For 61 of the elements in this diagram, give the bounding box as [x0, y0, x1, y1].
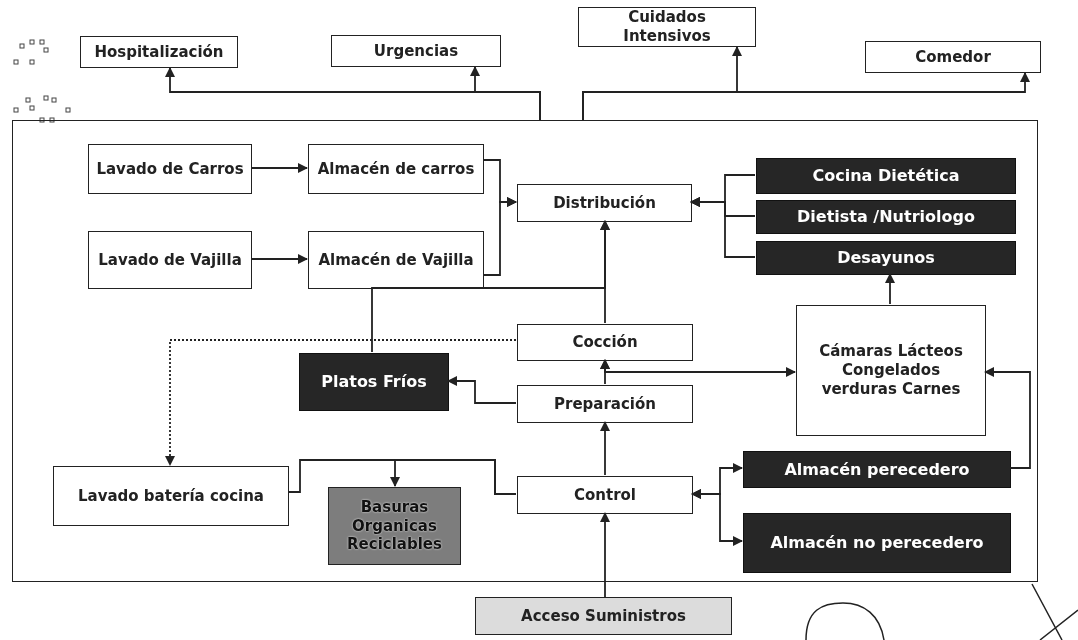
dark-process-box	[756, 200, 1016, 234]
box-label: Platos Fríos	[321, 372, 427, 392]
process-box	[80, 36, 238, 68]
process-box	[517, 476, 693, 514]
box-label: Almacén de Vajilla	[318, 250, 474, 270]
arrow	[390, 459, 517, 495]
arrow	[691, 489, 743, 546]
arrow	[600, 421, 610, 476]
process-box	[517, 184, 692, 222]
arrow	[250, 254, 308, 264]
box-label: Lavado de Vajilla	[98, 250, 242, 270]
box-label: Basuras Organicas Reciclables	[346, 497, 443, 555]
box-label: Desayunos	[837, 248, 935, 268]
process-box	[88, 144, 252, 194]
process-box	[308, 231, 484, 289]
arrow	[582, 72, 1030, 121]
box-label: Cuidados Intensivos	[622, 8, 712, 46]
dark-process-box	[743, 513, 1011, 573]
arrow	[447, 376, 517, 404]
arrow	[371, 220, 610, 353]
box-label: Cocina Dietética	[812, 166, 960, 186]
dark-process-box	[756, 158, 1016, 194]
arrow	[984, 367, 1031, 469]
arrow	[600, 512, 610, 598]
box-label: Control	[574, 485, 636, 505]
dashed-arrow	[165, 339, 517, 466]
box-label: Cocción	[572, 333, 638, 352]
arrow	[470, 66, 541, 121]
arrow	[600, 359, 796, 377]
process-box	[865, 41, 1041, 73]
arrow	[885, 273, 895, 305]
dark-process-box	[743, 451, 1011, 488]
process-box	[53, 466, 289, 526]
textured-box	[328, 487, 461, 565]
process-box	[88, 231, 252, 289]
area-outline	[12, 120, 1038, 582]
process-box	[517, 385, 693, 423]
box-label: Lavado de Carros	[96, 159, 244, 179]
box-label: Almacén no perecedero	[770, 533, 984, 553]
box-label: Dietista /Nutriologo	[797, 207, 975, 227]
arrow	[690, 197, 756, 258]
dark-process-box	[756, 241, 1016, 275]
arrow	[482, 197, 517, 276]
dark-process-box	[299, 353, 449, 411]
process-box	[308, 144, 484, 194]
process-box	[578, 7, 756, 47]
box-label: Lavado batería cocina	[78, 486, 264, 506]
arrow	[250, 163, 308, 173]
box-label: Acceso Suministros	[521, 606, 686, 626]
box-label: Distribución	[553, 193, 656, 213]
process-box	[331, 35, 501, 67]
entrance-box	[475, 597, 732, 635]
box-label: Comedor	[915, 47, 991, 67]
process-box	[796, 305, 986, 436]
box-label: Hospitalización	[94, 42, 224, 62]
box-label: Almacén perecedero	[784, 459, 970, 480]
process-box	[517, 324, 693, 361]
box-label: Almacén de carros	[317, 159, 475, 179]
box-label: Urgencias	[373, 41, 459, 61]
box-label: Preparación	[554, 394, 656, 414]
box-label: Cámaras Lácteos Congelados verduras Carnes	[818, 342, 964, 399]
